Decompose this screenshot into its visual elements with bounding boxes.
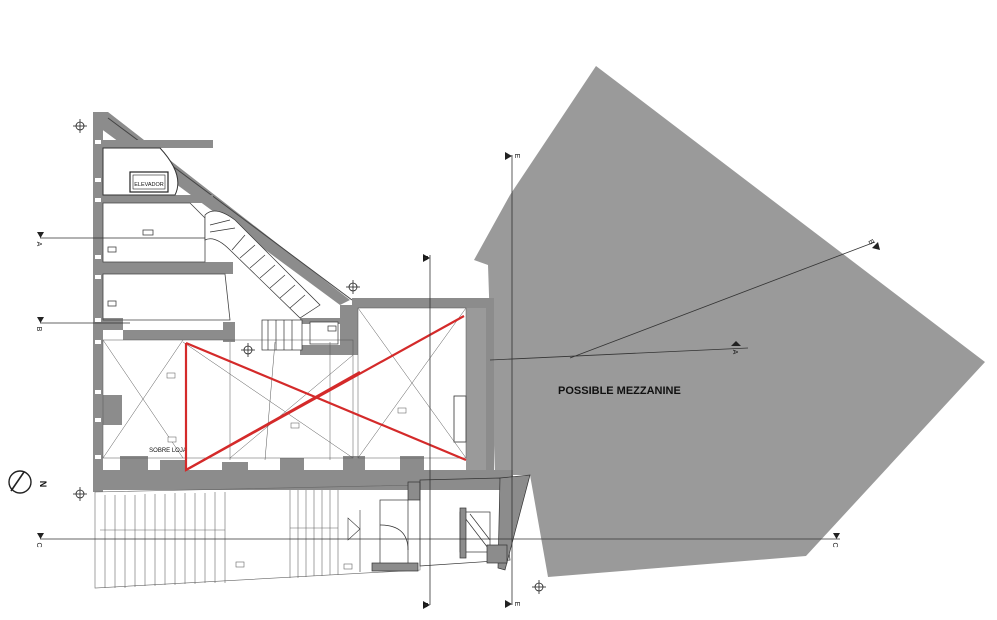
section-marker-a-left: A [35, 232, 44, 247]
north-arrow-icon: N [8, 470, 48, 494]
section-marker-d-top: D [421, 254, 430, 262]
svg-text:B: B [866, 238, 875, 246]
svg-text:E: E [513, 602, 520, 607]
elevator-shaft: ELEVADOR [102, 147, 179, 196]
mezzanine-label: POSSIBLE MEZZANINE [558, 385, 681, 397]
svg-text:E: E [513, 154, 520, 159]
section-marker-c-left: C [35, 533, 44, 548]
svg-text:D: D [421, 602, 428, 607]
svg-text:A: A [731, 350, 738, 355]
main-hall [102, 307, 467, 461]
section-lines [40, 155, 876, 605]
section-marker-a-right: A [731, 341, 741, 355]
section-marker-b-right: B [866, 238, 880, 250]
red-highlight [184, 315, 467, 472]
section-marker-c-right: C [831, 533, 840, 548]
svg-text:A: A [35, 242, 42, 247]
reference-crosshairs [73, 119, 546, 594]
svg-text:C: C [831, 542, 838, 547]
mezzanine-area [474, 66, 985, 577]
svg-text:D: D [421, 255, 428, 260]
section-marker-d-bottom: D [421, 601, 430, 609]
section-marker-b-left: B [35, 317, 44, 332]
north-label: N [38, 481, 48, 488]
svg-text:C: C [35, 542, 42, 547]
lower-steps [94, 484, 421, 589]
section-marker-e-bottom: E [505, 600, 520, 608]
svg-text:B: B [35, 327, 42, 332]
sobre-loja-label: SOBRE LOJA [149, 448, 187, 454]
lower-right-rooms [371, 474, 531, 572]
stairs-upper [204, 210, 339, 351]
section-marker-e-top: E [505, 152, 520, 160]
elevator-label: ELEVADOR [134, 182, 164, 188]
